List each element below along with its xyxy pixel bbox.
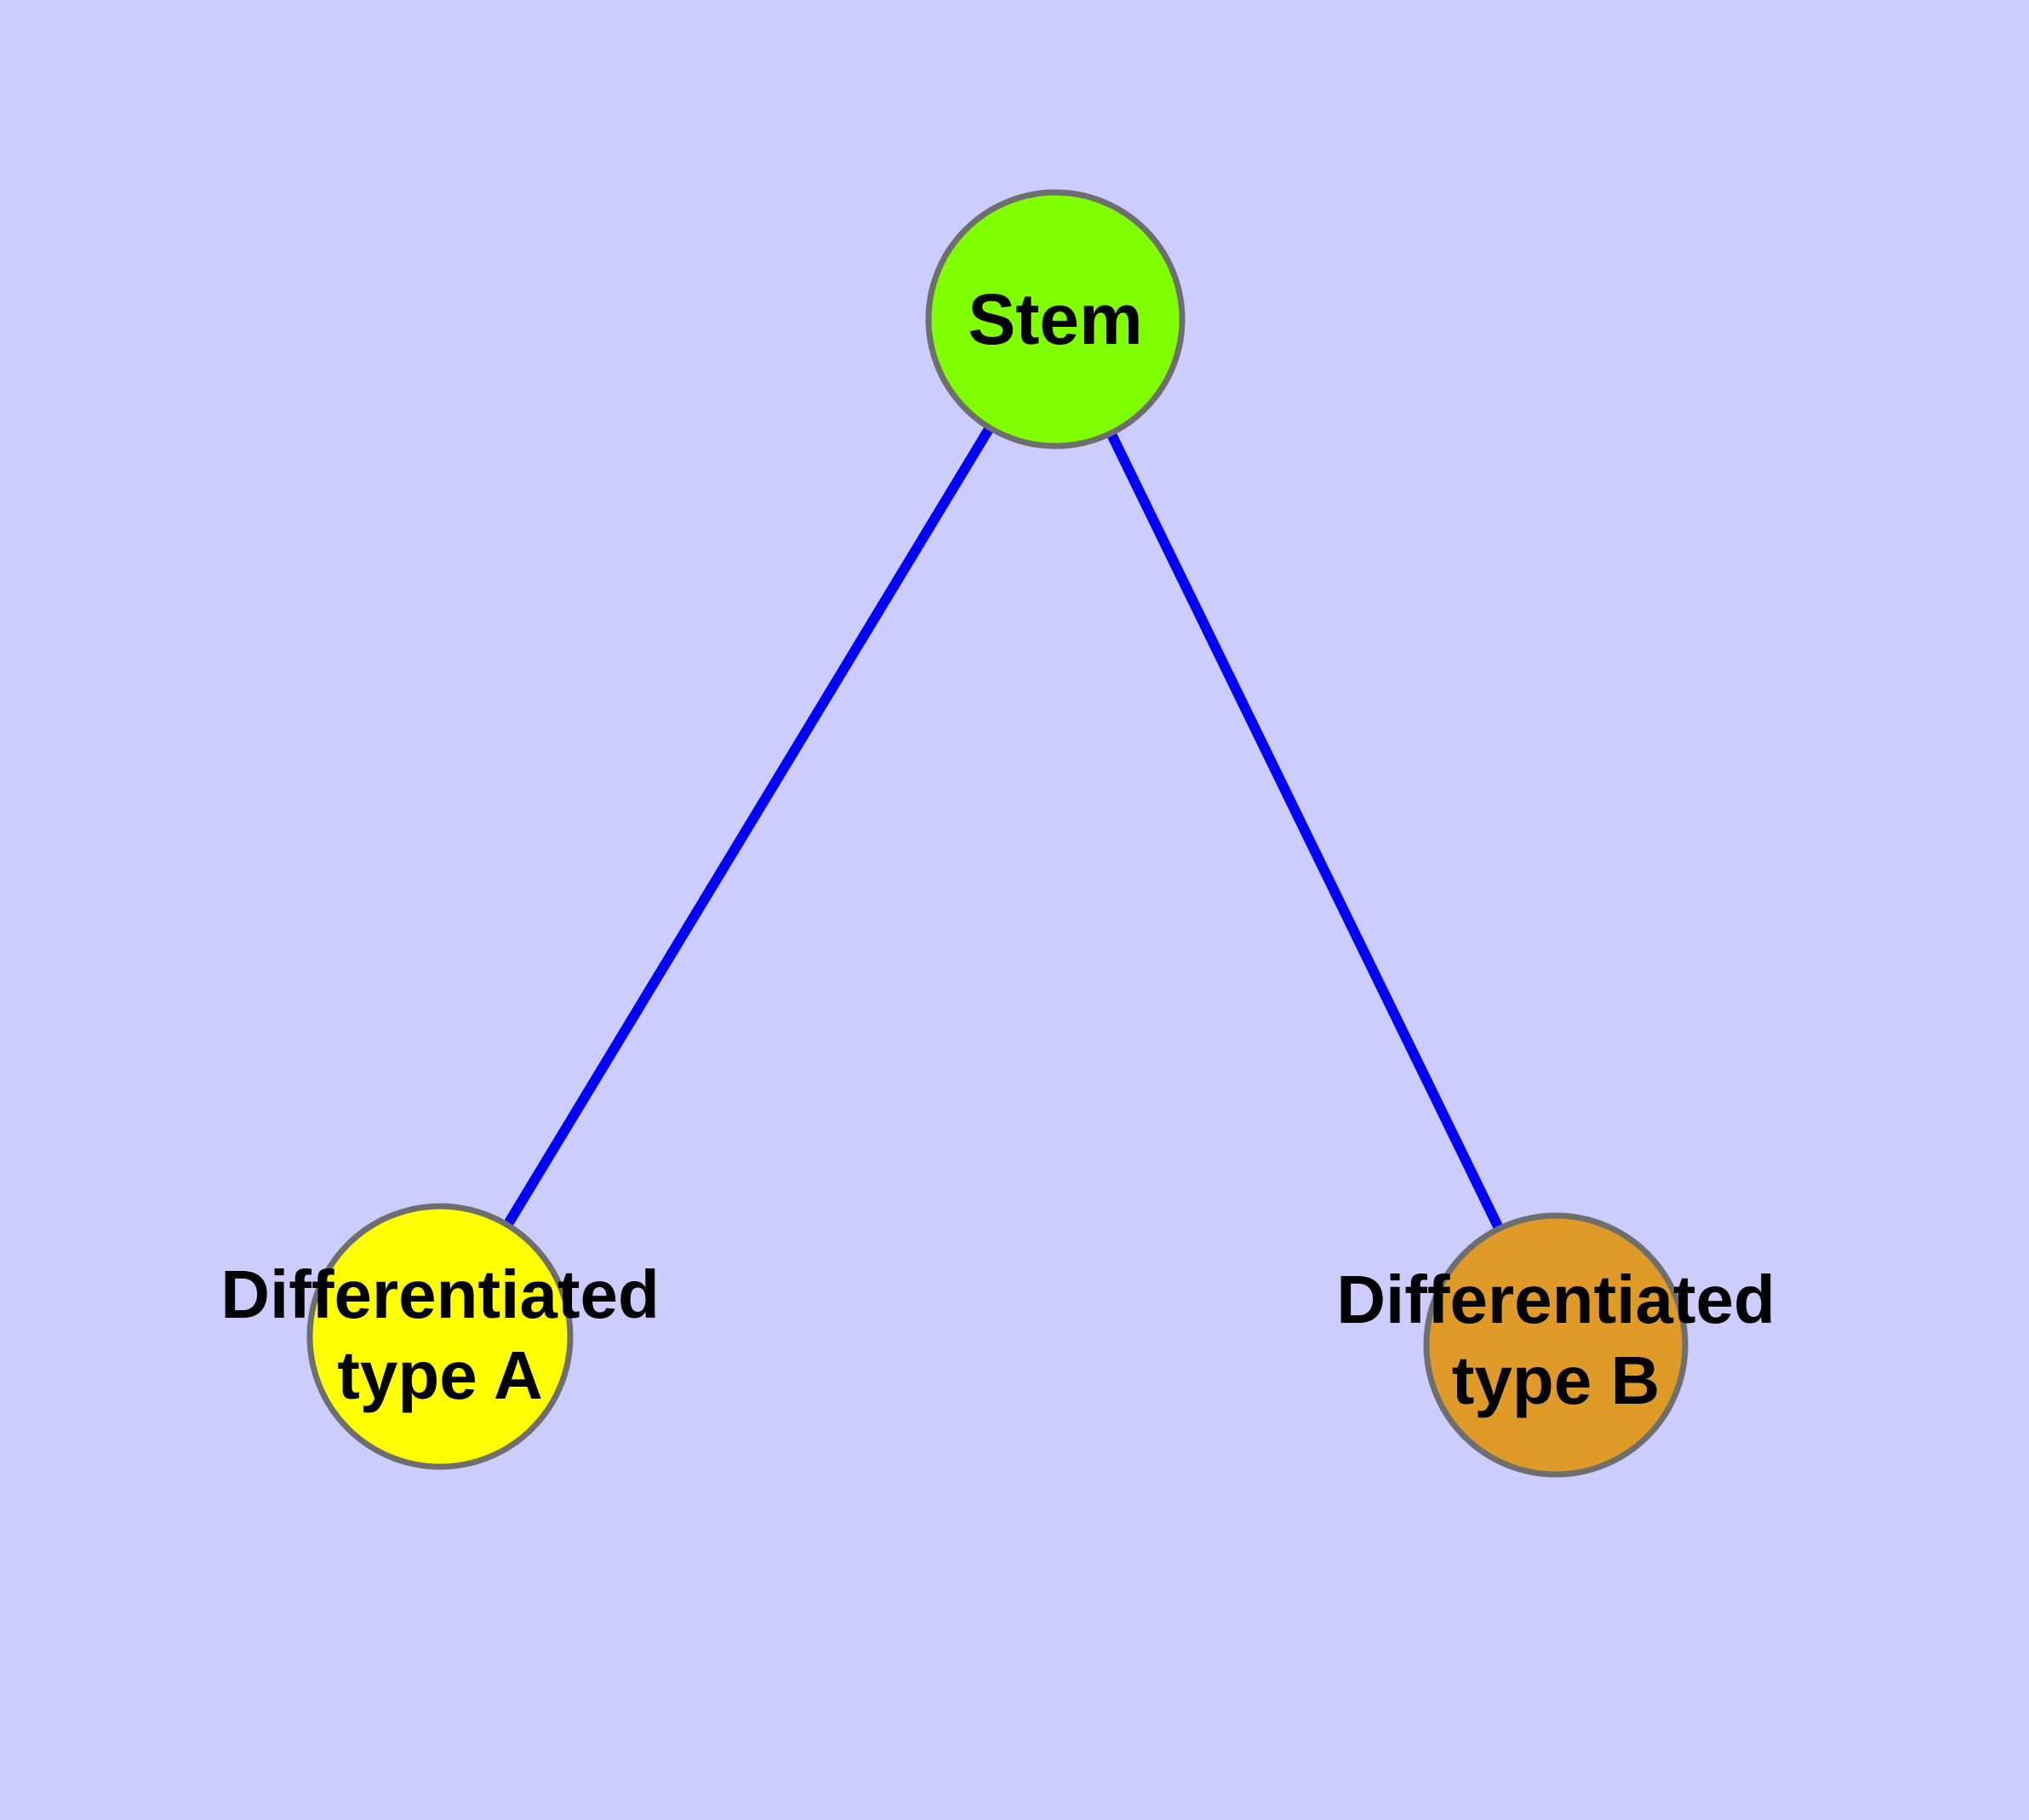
node-circle-differentiated-b[interactable]: [1423, 1212, 1689, 1478]
node-stem[interactable]: [925, 189, 1186, 449]
node-label-differentiated-b-line1: Differentiated: [1336, 1262, 1775, 1337]
edge-layer: [500, 421, 1506, 1235]
node-differentiated-type-b[interactable]: [1423, 1212, 1689, 1478]
node-circle-differentiated-a[interactable]: [306, 1203, 574, 1470]
edge-stem-to-differentiated-b: [1105, 427, 1506, 1235]
node-circle-stem[interactable]: [925, 189, 1186, 449]
node-label-differentiated-a-line2: type A: [337, 1337, 543, 1413]
label-layer: Stem Differentiated type A Differentiate…: [220, 279, 1775, 1418]
edge-stem-to-differentiated-a: [500, 421, 997, 1231]
node-label-differentiated-b-line2: type B: [1452, 1342, 1660, 1418]
node-label-differentiated-a-line1: Differentiated: [220, 1256, 660, 1332]
node-label-stem: Stem: [968, 279, 1142, 359]
node-differentiated-type-a[interactable]: [306, 1203, 574, 1470]
